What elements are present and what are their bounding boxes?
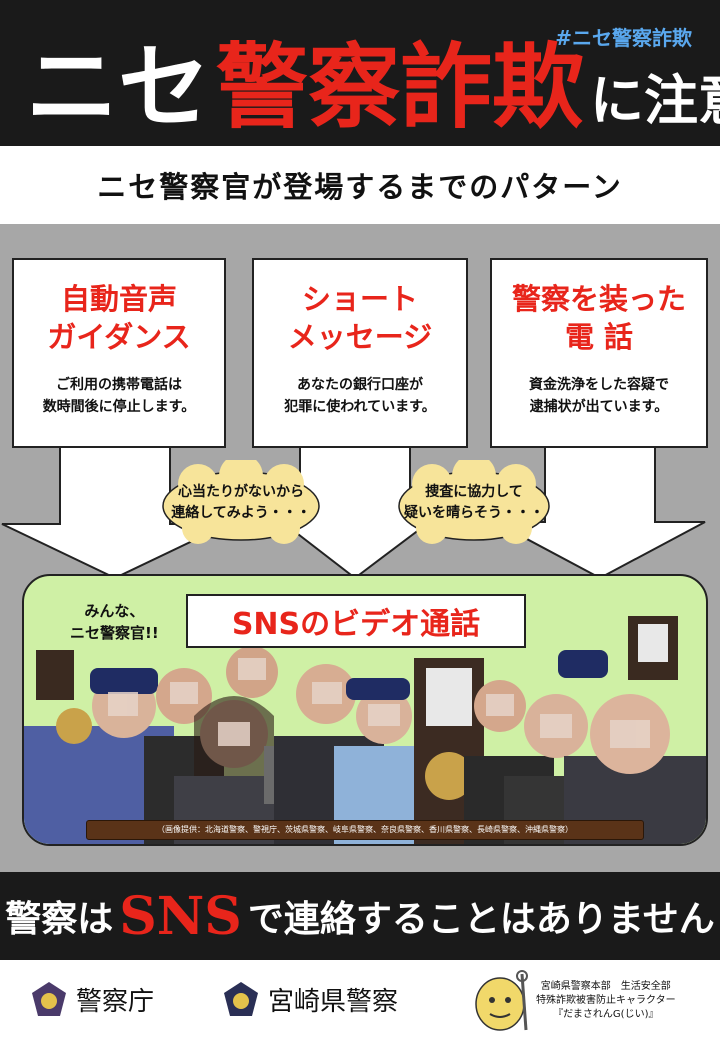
pattern-box-sms: ショート メッセージ あなたの銀行口座が 犯罪に使われています。	[252, 258, 468, 448]
police-emblem-icon	[224, 982, 258, 1016]
mascot-description: 宮崎県警察本部 生活安全部 特殊詐欺被害防止キャラクター 『だまされんG(じい)…	[536, 981, 676, 1020]
hashtag: #ニセ警察詐欺	[555, 26, 692, 50]
subtitle-band: ニセ警察官が登場するまでのパターン	[0, 146, 720, 224]
thought-cloud: 心当たりがないから 連絡してみよう・・・	[158, 454, 324, 546]
cloud-icon	[398, 454, 550, 544]
title-part-fraud: 警察詐欺	[216, 34, 585, 141]
warning-text: で連絡することはありません	[247, 899, 715, 940]
pattern-heading: メッセージ	[287, 320, 433, 354]
thought-text: 捜査に協力して	[425, 484, 523, 500]
thought-cloud: 捜査に協力して 疑いを晴らそう・・・	[394, 454, 554, 546]
pattern-heading: 自動音声	[60, 282, 177, 316]
pattern-heading: ショート	[301, 282, 418, 316]
mascot-character-icon	[475, 970, 528, 1031]
pattern-box-fake-police-call: 警察を装った 電 話 資金洗浄をした容疑で 逮捕状が出ています。	[490, 258, 708, 448]
pattern-box-auto-voice: 自動音声 ガイダンス ご利用の携帯電話は 数時間後に停止します。	[12, 258, 226, 448]
thought-text: 連絡してみよう・・・	[171, 505, 311, 521]
pattern-heading: 警察を装った	[511, 282, 686, 316]
pattern-body: あなたの銀行口座が	[297, 377, 423, 393]
pattern-body: 資金洗浄をした容疑で	[529, 377, 669, 393]
pattern-section: 自動音声 ガイダンス ご利用の携帯電話は 数時間後に停止します。 ショート メッ…	[0, 224, 720, 872]
pattern-body: ご利用の携帯電話は	[56, 377, 182, 393]
flow-arrows	[1, 445, 706, 580]
image-credit: （画像提供：北海道警察、警視庁、茨城県警察、岐阜県警察、奈良県警察、香川県警察、…	[86, 820, 644, 840]
fake-police-callout: みんな、 ニセ警察官!!	[70, 602, 159, 642]
title-part-nise: ニセ	[26, 34, 211, 141]
arrow-down-icon	[1, 445, 229, 580]
header-band: #ニセ警察詐欺 ニセ 警察詐欺 に注意	[0, 0, 720, 146]
police-emblem-icon	[32, 982, 66, 1016]
pattern-body: 数時間後に停止します。	[42, 399, 196, 415]
warning-text: 警察は	[5, 899, 114, 940]
warning-sns: SNS	[119, 885, 242, 947]
pattern-body: 逮捕状が出ています。	[529, 399, 669, 415]
footer: 警察庁 宮崎県警察 宮崎県警察本部 生活安全部 特殊詐欺被害防止キャラクター 『…	[0, 960, 720, 1040]
npa-logo: 警察庁	[30, 980, 154, 1018]
pattern-body: 犯罪に使われています。	[284, 399, 436, 415]
warning-band: 警察は SNS で連絡することはありません	[0, 872, 720, 960]
title-part-caution: に注意	[590, 69, 720, 132]
thought-text: 疑いを晴らそう・・・	[404, 505, 544, 521]
subtitle: ニセ警察官が登場するまでのパターン	[97, 170, 623, 204]
sns-video-call-banner: SNSのビデオ通話	[186, 594, 526, 648]
cloud-icon	[162, 454, 320, 544]
thought-text: 心当たりがないから	[178, 484, 304, 500]
miyazaki-police-logo: 宮崎県警察	[222, 980, 398, 1018]
logo-text: 警察庁	[76, 986, 155, 1017]
face-blur-mosaic	[108, 658, 650, 748]
pattern-heading: 電 話	[564, 320, 634, 354]
main-title: ニセ 警察詐欺 に注意	[26, 14, 720, 134]
pattern-heading: ガイダンス	[47, 320, 191, 354]
logo-text: 宮崎県警察	[268, 986, 399, 1017]
fake-police-panel: みんな、 ニセ警察官!! SNSのビデオ通話 （画像提供：北海道警察、警視庁、茨…	[22, 574, 708, 846]
